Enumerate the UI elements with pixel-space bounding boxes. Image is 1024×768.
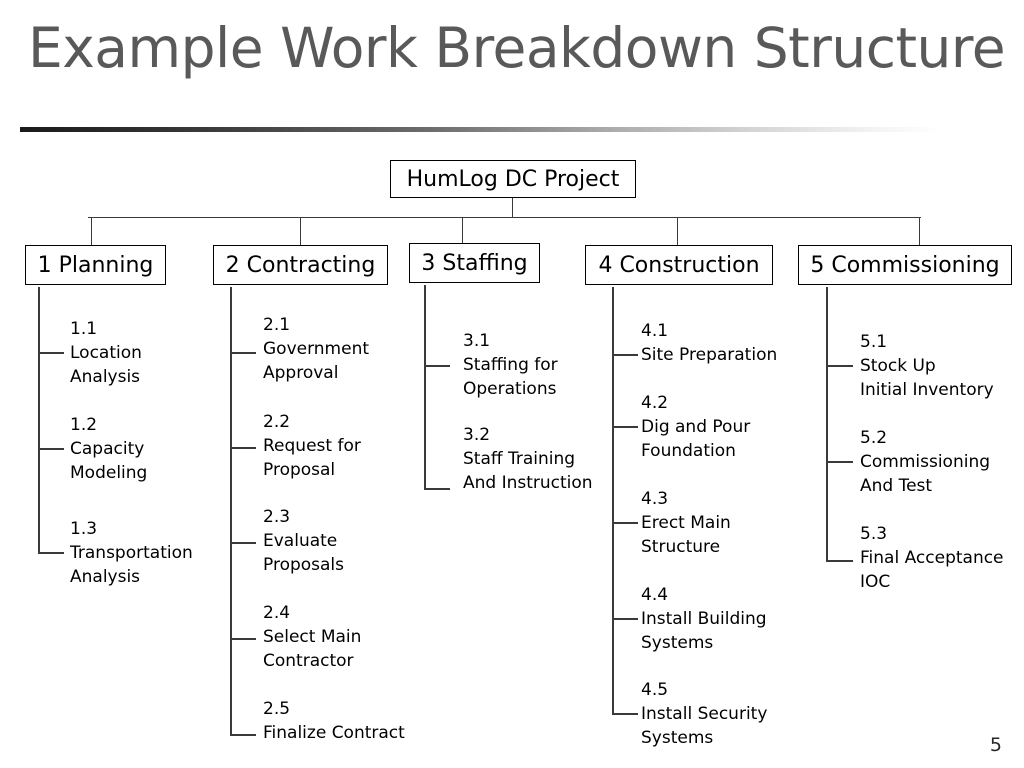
wbs-leaf-5-3[interactable]: 5.3 Final Acceptance IOC [860, 524, 1004, 592]
wbs-leaf-5-2[interactable]: 5.2 Commissioning And Test [860, 428, 991, 496]
page-title: Example Work Breakdown Structure [28, 16, 1006, 80]
wbs-leaf-3-2[interactable]: 3.2 Staff Training And Instruction [463, 425, 593, 493]
wbs-leaf-4-3[interactable]: 4.3 Erect Main Structure [641, 489, 731, 557]
wbs-leaf-2-1[interactable]: 2.1 Government Approval [263, 315, 370, 383]
branch-drop-connector-5 [919, 217, 921, 245]
leaf-stub-3-1 [424, 365, 450, 367]
wbs-leaf-2-2[interactable]: 2.2 Request for Proposal [263, 412, 361, 480]
wbs-branch-node-5-commissioning[interactable]: 5 Commissioning [798, 245, 1012, 285]
leaf-stub-2-4 [230, 638, 256, 640]
wbs-branch-node-1-planning[interactable]: 1 Planning [25, 245, 166, 285]
leaf-stub-5-2 [826, 461, 853, 463]
leaf-stub-2-1 [230, 352, 256, 354]
leaf-stub-3-2 [424, 488, 450, 490]
leaf-stub-1-1 [38, 352, 64, 354]
wbs-leaf-2-4[interactable]: 2.4 Select Main Contractor [263, 603, 362, 671]
wbs-leaf-2-3[interactable]: 2.3 Evaluate Proposals [263, 507, 345, 575]
wbs-leaf-1-3[interactable]: 1.3 Transportation Analysis [70, 519, 193, 587]
branch-drop-connector-3 [462, 217, 464, 245]
branch-spine-4 [612, 287, 614, 714]
wbs-leaf-4-5[interactable]: 4.5 Install Security Systems [641, 680, 768, 748]
leaf-stub-4-4 [612, 618, 638, 620]
leaf-stub-2-2 [230, 447, 256, 449]
leaf-stub-4-2 [612, 426, 638, 428]
root-stem-connector [512, 198, 514, 218]
branch-drop-connector-1 [91, 217, 93, 245]
leaf-stub-5-1 [826, 365, 853, 367]
branch-bus-connector [88, 217, 921, 219]
wbs-branch-node-2-contracting[interactable]: 2 Contracting [213, 245, 388, 285]
title-divider [20, 127, 942, 132]
leaf-stub-5-3 [826, 560, 853, 562]
leaf-stub-4-1 [612, 354, 638, 356]
wbs-leaf-1-2[interactable]: 1.2 Capacity Modeling [70, 415, 148, 483]
wbs-leaf-4-2[interactable]: 4.2 Dig and Pour Foundation [641, 393, 751, 461]
leaf-stub-4-5 [612, 713, 638, 715]
wbs-branch-node-4-construction[interactable]: 4 Construction [585, 245, 773, 285]
branch-spine-1 [38, 287, 40, 553]
wbs-leaf-1-1[interactable]: 1.1 Location Analysis [70, 319, 142, 387]
branch-spine-3 [424, 285, 426, 489]
leaf-stub-1-2 [38, 448, 64, 450]
leaf-stub-4-3 [612, 522, 638, 524]
wbs-leaf-4-4[interactable]: 4.4 Install Building Systems [641, 585, 767, 653]
leaf-stub-2-5 [230, 734, 256, 736]
wbs-leaf-4-1[interactable]: 4.1 Site Preparation [641, 321, 778, 365]
wbs-leaf-2-5[interactable]: 2.5 Finalize Contract [263, 699, 405, 743]
wbs-leaf-3-1[interactable]: 3.1 Staffing for Operations [463, 331, 558, 399]
wbs-root-node[interactable]: HumLog DC Project [390, 160, 636, 198]
branch-drop-connector-4 [677, 217, 679, 245]
branch-spine-5 [826, 287, 828, 561]
wbs-branch-node-3-staffing[interactable]: 3 Staffing [409, 243, 540, 283]
leaf-stub-2-3 [230, 542, 256, 544]
branch-drop-connector-2 [300, 217, 302, 245]
page-number: 5 [989, 734, 1002, 756]
branch-spine-2 [230, 287, 232, 736]
wbs-leaf-5-1[interactable]: 5.1 Stock Up Initial Inventory [860, 332, 994, 400]
leaf-stub-1-3 [38, 552, 64, 554]
